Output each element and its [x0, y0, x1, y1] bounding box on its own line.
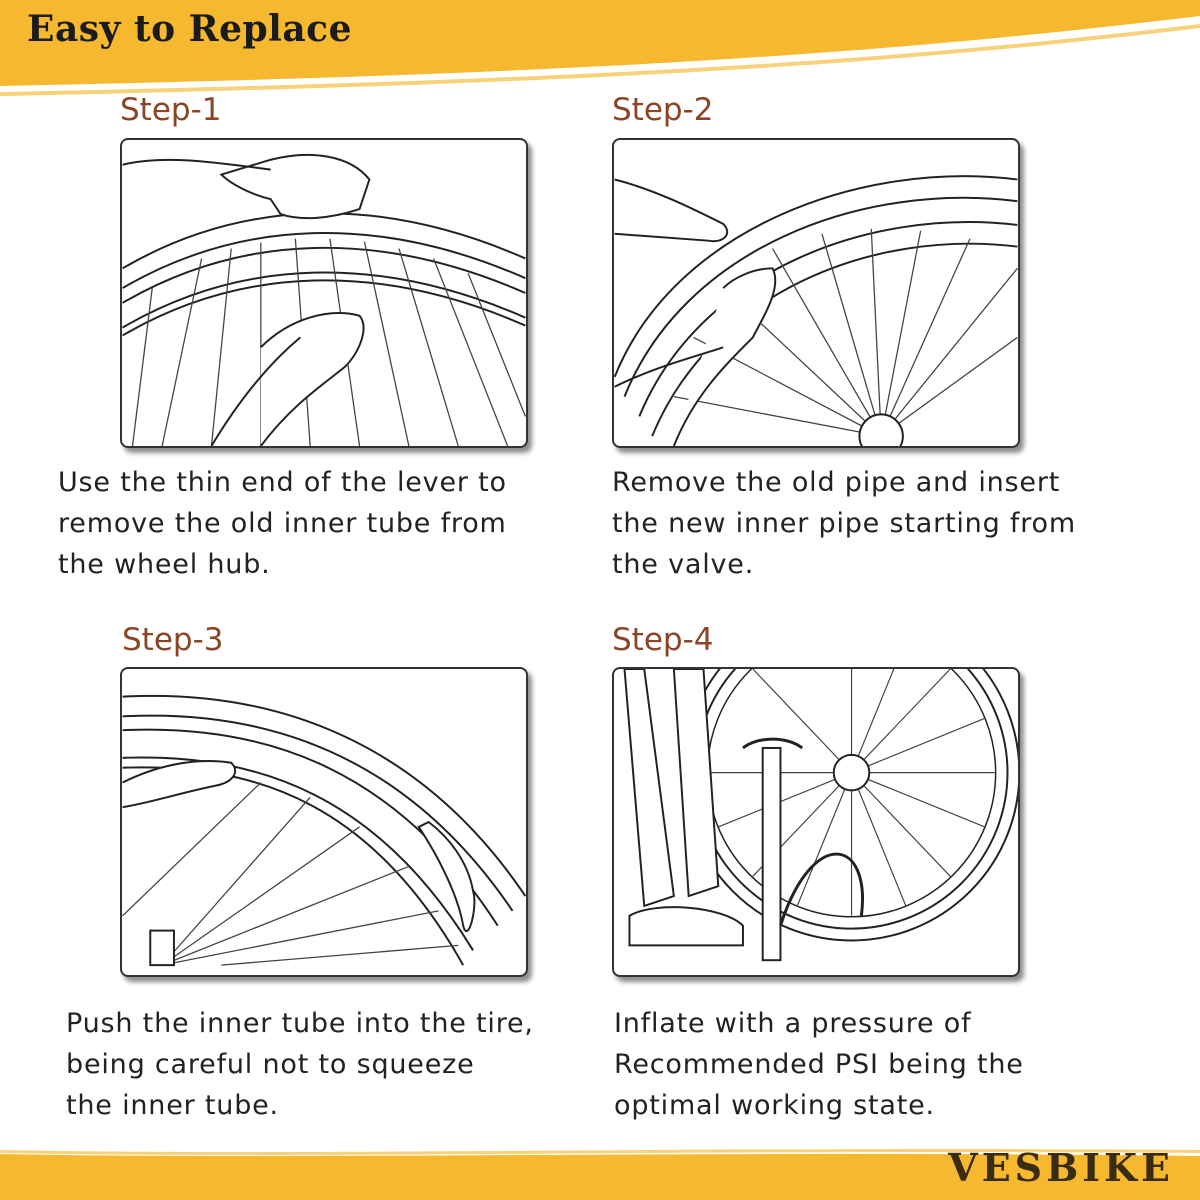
brand-logo: VESBIKE — [948, 1145, 1174, 1190]
step-4-label: Step-4 — [612, 622, 714, 658]
hands-pushing-tube-illustration — [122, 694, 526, 967]
step-1-caption-line: Use the thin end of the lever to — [58, 467, 507, 498]
step-1-image — [120, 138, 528, 448]
step-2-caption-line: the new inner pipe starting from — [612, 508, 1076, 539]
step-4-caption: Inflate with a pressure of Recommended P… — [614, 1003, 1024, 1126]
floor-pump-inflating-illustration — [623, 669, 1018, 962]
step-2-caption-line: the valve. — [612, 549, 755, 580]
step-4-caption-line: Inflate with a pressure of — [614, 1008, 972, 1039]
step-3-label: Step-3 — [122, 622, 224, 658]
step-3-image — [120, 667, 528, 977]
step-4-image — [612, 667, 1020, 977]
hands-removing-tube-illustration — [122, 154, 526, 446]
step-4-caption-line: Recommended PSI being the — [614, 1049, 1024, 1080]
step-2-caption-line: Remove the old pipe and insert — [612, 467, 1061, 498]
step-2-label: Step-2 — [612, 92, 714, 128]
page-title: Easy to Replace — [27, 8, 352, 50]
step-2-caption: Remove the old pipe and insert the new i… — [612, 462, 1076, 585]
step-1-caption-line: remove the old inner tube from — [58, 508, 507, 539]
step-1-caption-line: the wheel hub. — [58, 549, 271, 580]
hands-inserting-tube-illustration — [614, 175, 1018, 446]
step-2-image — [612, 138, 1020, 448]
step-1-label: Step-1 — [120, 92, 222, 128]
top-banner — [0, 0, 1200, 96]
step-4-caption-line: optimal working state. — [614, 1090, 935, 1121]
step-3-caption-line: being careful not to squeeze — [66, 1049, 475, 1080]
bottom-banner — [0, 1149, 1200, 1200]
step-3-caption-line: the inner tube. — [66, 1090, 279, 1121]
step-1-caption: Use the thin end of the lever to remove … — [58, 462, 507, 585]
step-3-caption-line: Push the inner tube into the tire, — [66, 1008, 534, 1039]
step-3-caption: Push the inner tube into the tire, being… — [66, 1003, 534, 1126]
